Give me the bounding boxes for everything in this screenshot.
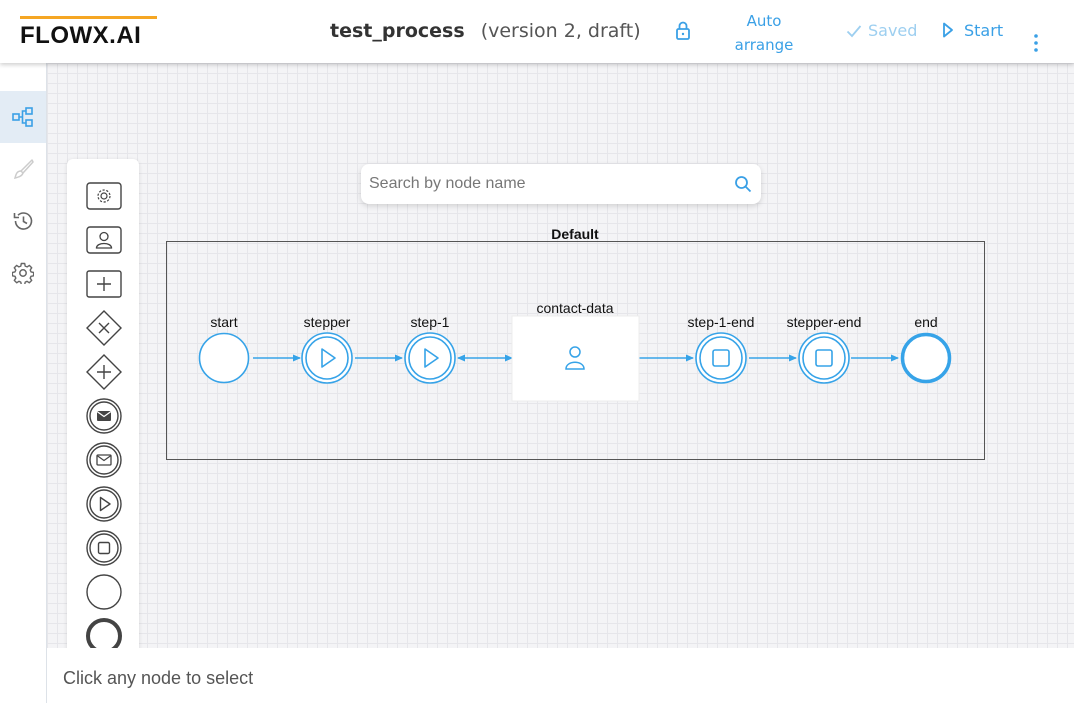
end-subprocess-icon [86,530,122,566]
user-icon [565,346,585,370]
lock-button[interactable] [673,20,693,42]
palette-item-end-subprocess[interactable] [85,529,123,567]
node-step-1[interactable]: step-1 [404,314,456,384]
palette-item-start-subprocess[interactable] [85,485,123,523]
node-end[interactable]: end [900,314,952,384]
node-search [361,164,761,204]
check-icon [846,25,862,38]
search-input[interactable] [361,164,729,204]
node-palette [67,159,139,648]
more-vertical-icon [1034,34,1038,52]
swimlane-default[interactable]: Default [166,226,985,460]
user-task-icon [86,226,122,254]
play-icon [943,22,953,38]
process-canvas[interactable]: Default start stepper step- [47,63,1074,648]
history-icon [13,212,33,230]
node-label-stepper: stepper [304,314,351,330]
saved-status: Saved [846,21,917,40]
process-diagram: Default start stepper step- [166,226,985,460]
stop-icon [712,349,730,367]
sidebar-item-process-diagram[interactable] [0,91,46,143]
process-version: (version 2, draft) [480,20,641,42]
stop-icon [815,349,833,367]
status-message: Click any node to select [63,668,254,688]
sidebar-item-history[interactable] [0,195,46,247]
auto-arrange-label-line2: arrange [734,36,794,54]
node-label-start: start [210,314,237,330]
start-subprocess-icon [86,486,122,522]
sidebar-item-theme[interactable] [0,143,46,195]
play-icon [321,348,336,368]
start-label: Start [964,21,1004,40]
auto-arrange-button[interactable]: Auto arrange [728,9,800,57]
palette-item-add-task[interactable] [85,265,123,303]
node-label-step-1-end: step-1-end [688,314,755,330]
add-task-icon [86,270,122,298]
palette-item-exclusive-gateway[interactable] [85,309,123,347]
message-send-icon [86,398,122,434]
play-icon [424,348,439,368]
lock-icon [676,21,690,40]
auto-arrange-label-line1: Auto [746,12,782,30]
node-stepper-end[interactable]: stepper-end [787,314,862,384]
brush-icon [13,159,34,180]
parallel-gateway-icon [86,354,122,390]
palette-item-parallel-gateway[interactable] [85,353,123,391]
end-event-icon [86,618,122,648]
node-label-stepper-end: stepper-end [787,314,862,330]
palette-item-start-event[interactable] [85,573,123,611]
start-button[interactable]: Start [942,21,1003,40]
node-label-step-1: step-1 [411,314,450,330]
search-icon[interactable] [734,175,752,193]
logo-accent-bar [20,16,157,19]
settings-icon [12,262,34,284]
top-header: FLOWX.AI test_process (version 2, draft)… [0,0,1074,63]
palette-item-message-receive[interactable] [85,441,123,479]
node-stepper[interactable]: stepper [301,314,353,384]
node-label-contact-data: contact-data [536,300,613,316]
palette-item-message-send[interactable] [85,397,123,435]
sidebar-item-settings[interactable] [0,247,46,299]
exclusive-gateway-icon [86,310,122,346]
page-title: test_process (version 2, draft) [330,20,641,42]
swimlane-label: Default [551,226,599,242]
node-start[interactable]: start [198,314,250,384]
left-sidebar [0,63,47,703]
node-label-end: end [914,314,937,330]
node-step-1-end[interactable]: step-1-end [688,314,755,384]
palette-item-user-task[interactable] [85,221,123,259]
palette-item-task[interactable] [85,177,123,215]
process-name: test_process [330,20,465,42]
palette-item-end-event[interactable] [85,617,123,648]
saved-label: Saved [868,21,918,40]
node-contact-data[interactable]: contact-data [511,300,640,402]
process-diagram-icon [12,107,33,127]
start-event-icon [86,574,122,610]
logo-text: FLOWX.AI [20,22,142,49]
gear-box-icon [86,182,122,210]
message-receive-icon [86,442,122,478]
more-options-button[interactable] [1027,32,1045,54]
status-bar: Click any node to select [47,648,1074,703]
